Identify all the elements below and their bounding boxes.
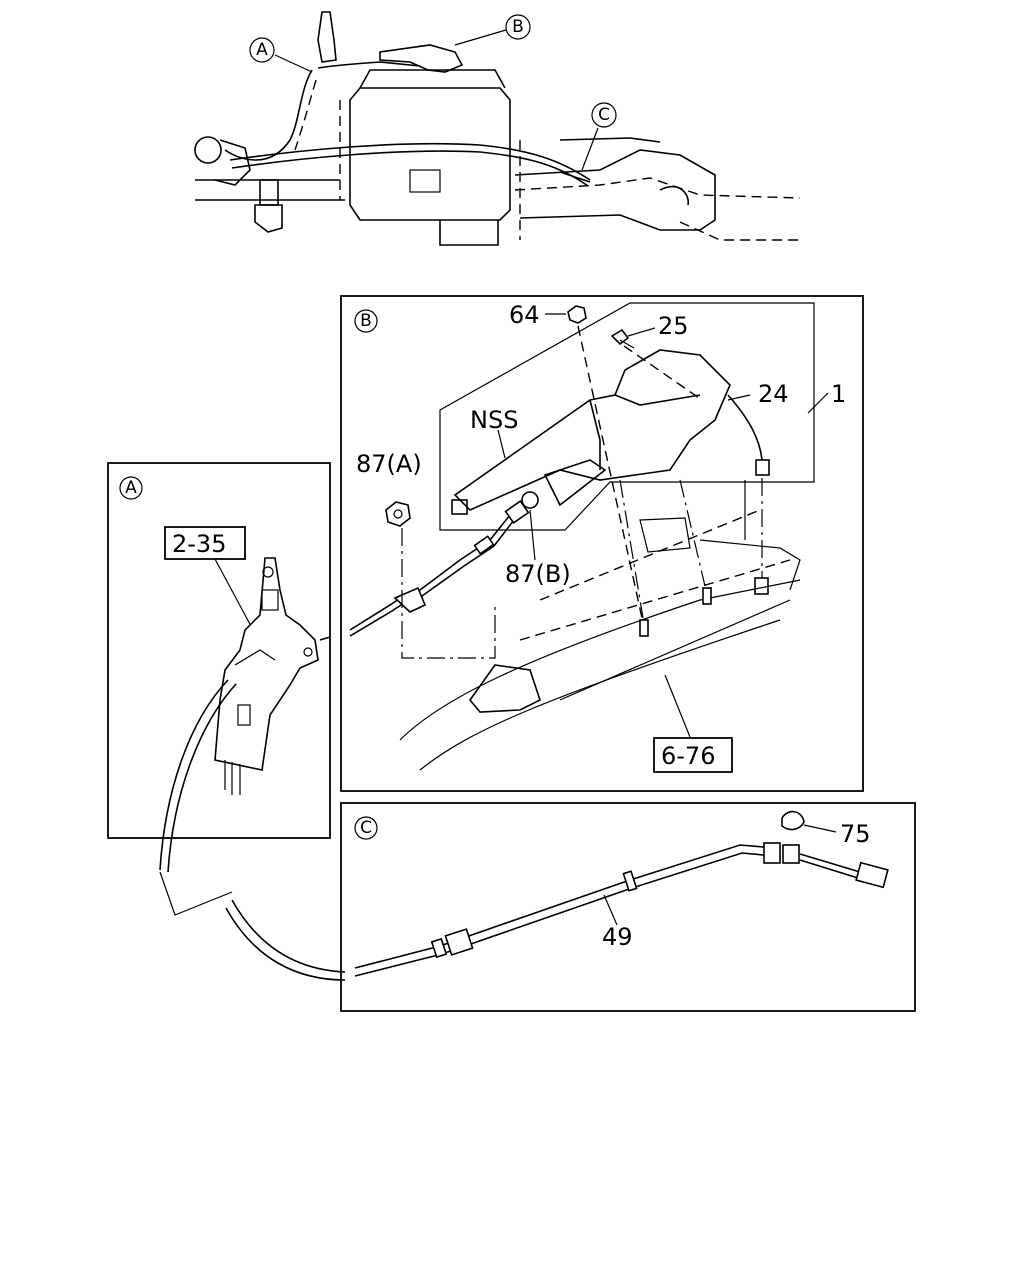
lever-assembly xyxy=(214,557,319,795)
section-c-panel: C 75 49 xyxy=(340,802,916,1012)
label-nss: NSS xyxy=(470,406,518,434)
svg-text:A: A xyxy=(125,478,137,498)
callout-b: B xyxy=(454,14,531,46)
svg-text:B: B xyxy=(360,311,372,331)
section-a-panel: A 2-35 xyxy=(107,462,331,873)
svg-text:B: B xyxy=(512,17,524,37)
label-24: 24 xyxy=(758,380,789,408)
label-64: 64 xyxy=(509,301,540,329)
label-75: 75 xyxy=(840,820,871,848)
svg-text:C: C xyxy=(360,818,372,838)
label-49: 49 xyxy=(602,923,633,951)
label-87b: 87(B) xyxy=(505,560,571,588)
svg-text:A: A xyxy=(256,40,268,60)
overview-illustration xyxy=(194,11,801,246)
label-87a: 87(A) xyxy=(356,450,422,478)
label-1: 1 xyxy=(831,380,846,408)
callout-a: A xyxy=(249,37,313,73)
ref-6-76: 6-76 xyxy=(661,742,715,770)
callout-c: C xyxy=(581,102,617,171)
console-cover xyxy=(451,349,731,515)
label-25: 25 xyxy=(658,312,689,340)
svg-text:C: C xyxy=(598,105,610,125)
section-b-panel: B xyxy=(319,295,864,792)
ref-2-35: 2-35 xyxy=(172,530,226,558)
